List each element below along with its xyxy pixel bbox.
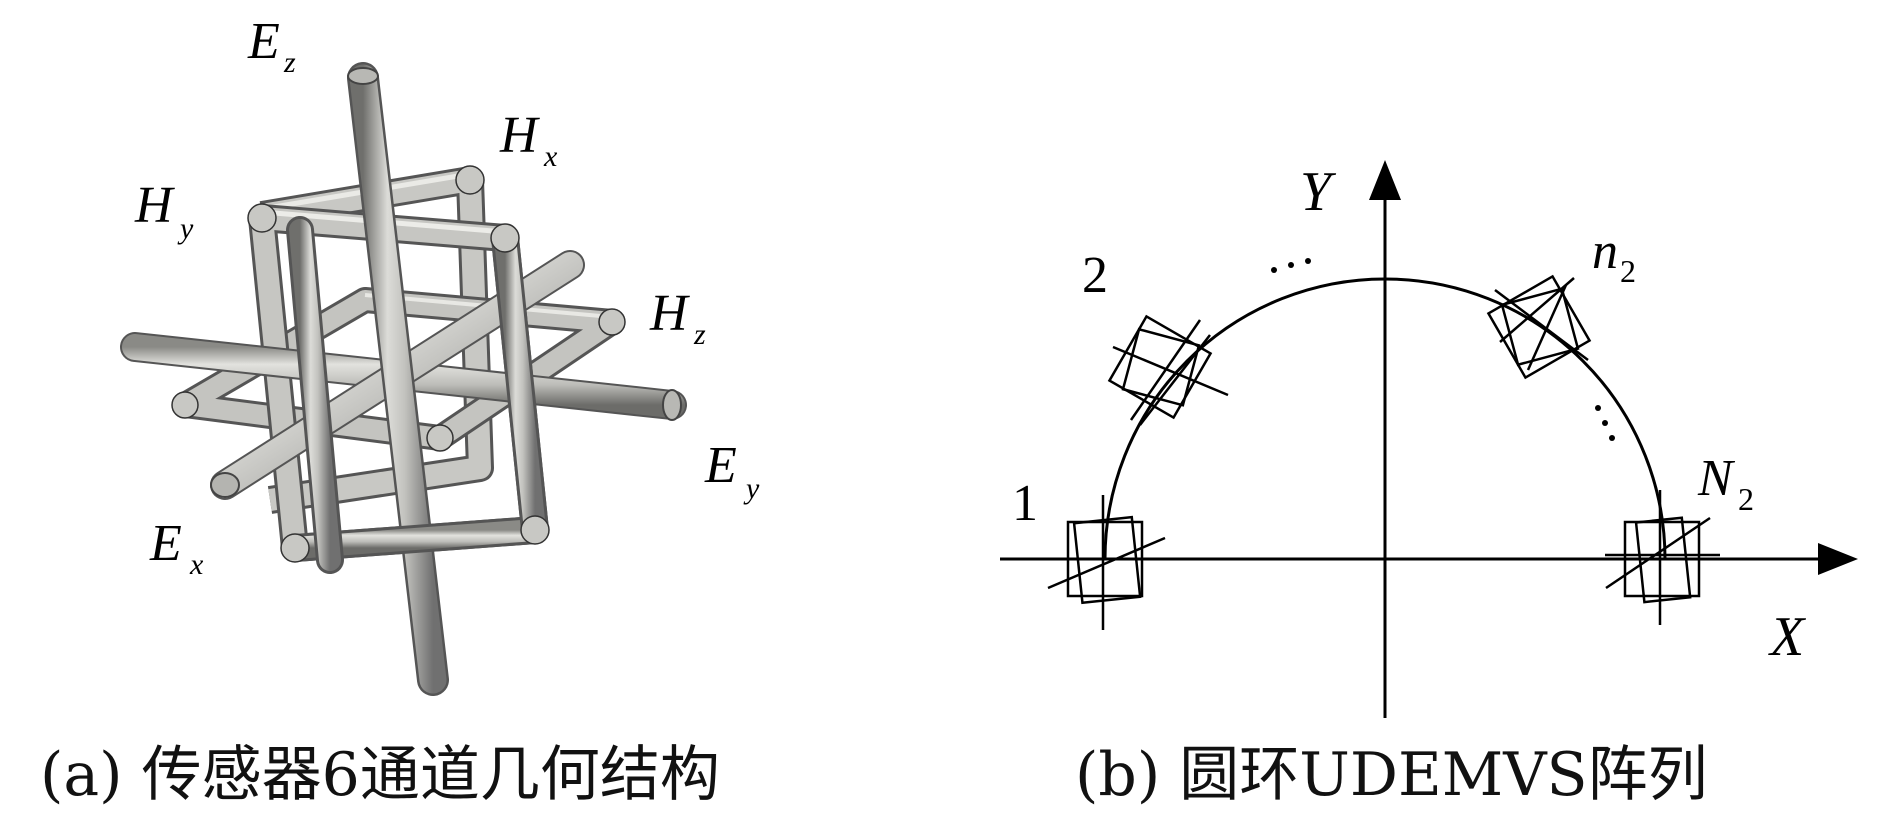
svg-text:H: H — [649, 285, 690, 342]
svg-text:E: E — [247, 13, 280, 70]
node-label-2: 2 — [1082, 247, 1108, 304]
axis-x-label: X — [1768, 606, 1807, 668]
hy-loop-front — [281, 216, 549, 574]
label-hx: H x — [499, 107, 558, 173]
node-label-1: 1 — [1012, 475, 1038, 532]
ez-rod — [347, 62, 449, 696]
sensor-2 — [1107, 314, 1229, 426]
svg-text:y: y — [177, 212, 194, 245]
label-ez: E z — [247, 13, 296, 79]
svg-text:z: z — [283, 46, 296, 79]
svg-text:2: 2 — [1738, 481, 1754, 517]
label-ey: E y — [704, 437, 760, 505]
svg-text:n: n — [1592, 223, 1618, 280]
sensor-N2 — [1605, 490, 1720, 625]
label-hy: H y — [134, 177, 194, 245]
svg-text:x: x — [543, 140, 558, 173]
sensor-n2 — [1486, 274, 1592, 380]
caption-a: (a) 传感器6通道几何结构 — [40, 740, 720, 810]
svg-text:H: H — [499, 107, 540, 164]
x-axis-arrow — [1818, 543, 1858, 575]
axis-y-label: Y — [1300, 161, 1337, 223]
ring-arc — [1103, 277, 1667, 560]
node-label-n2: n 2 — [1592, 223, 1636, 289]
node-label-N2: N 2 — [1697, 450, 1754, 517]
svg-text:2: 2 — [1620, 253, 1636, 289]
panel-b-ring-array: Y X 1 2 n 2 N 2 (b) 圆环UDEMVS阵列 — [1000, 160, 1858, 810]
svg-text:z: z — [693, 318, 706, 351]
svg-text:N: N — [1697, 450, 1736, 507]
svg-text:E: E — [704, 437, 737, 494]
svg-text:x: x — [189, 548, 204, 581]
svg-text:E: E — [149, 515, 182, 572]
arc-ellipsis-left — [1271, 258, 1311, 273]
svg-text:y: y — [743, 472, 760, 505]
caption-b: (b) 圆环UDEMVS阵列 — [1075, 740, 1708, 810]
sensor-1 — [1047, 495, 1166, 630]
svg-text:H: H — [134, 177, 175, 234]
panel-a-sensor-geometry: E z H x H y H z E y E x (a) 传感器6通道几何结构 — [40, 13, 760, 810]
tube-joints — [171, 165, 626, 563]
label-hz: H z — [649, 285, 706, 351]
y-axis-arrow — [1369, 160, 1401, 200]
label-ex: E x — [149, 515, 204, 581]
arc-ellipsis-right — [1595, 405, 1615, 441]
